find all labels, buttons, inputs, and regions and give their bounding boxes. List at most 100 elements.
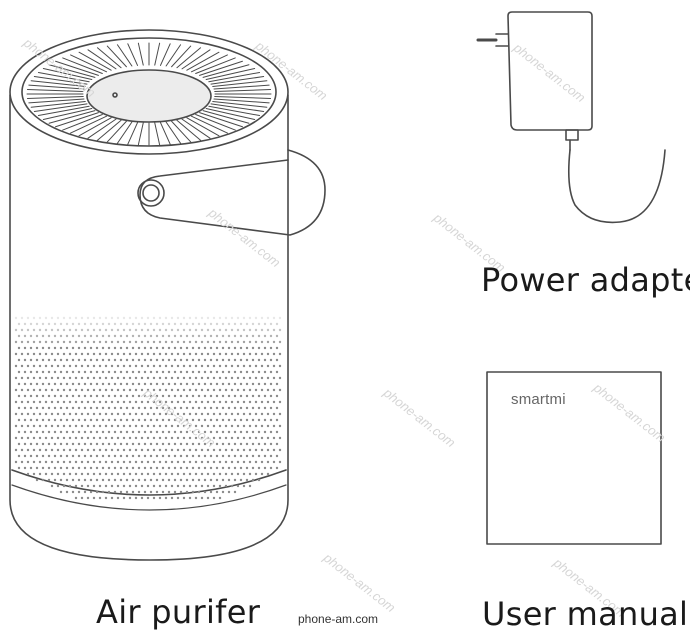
grille-hole	[212, 388, 216, 392]
vent-line	[62, 57, 103, 74]
grille-hole	[203, 382, 207, 386]
vent-line	[212, 80, 268, 87]
grille-hole	[254, 424, 258, 428]
grille-hole	[32, 472, 36, 476]
grille-hole	[209, 358, 213, 362]
grille-hole	[218, 400, 222, 404]
grille-hole	[167, 346, 171, 350]
grille-hole	[254, 460, 258, 464]
grille-hole	[170, 496, 174, 500]
grille-hole	[17, 334, 21, 338]
grille-hole	[119, 406, 123, 410]
grille-hole	[185, 358, 189, 362]
grille-hole	[74, 352, 78, 356]
grille-hole	[272, 328, 276, 332]
grille-hole	[107, 442, 111, 446]
grille-hole	[110, 328, 114, 332]
grille-hole	[275, 406, 279, 410]
grille-hole	[272, 460, 276, 464]
grille-hole	[17, 370, 21, 374]
grille-hole	[185, 406, 189, 410]
grille-hole	[203, 430, 207, 434]
grille-hole	[23, 406, 27, 410]
grille-hole	[161, 382, 165, 386]
grille-hole	[152, 376, 156, 380]
grille-hole	[131, 322, 135, 326]
grille-hole	[236, 412, 240, 416]
grille-hole	[80, 352, 84, 356]
grille-hole	[110, 388, 114, 392]
grille-hole	[263, 418, 267, 422]
grille-hole	[227, 370, 231, 374]
grille-hole	[209, 430, 213, 434]
grille-hole	[158, 436, 162, 440]
grille-hole	[197, 490, 201, 494]
grille-hole	[104, 364, 108, 368]
grille-hole	[26, 412, 30, 416]
grille-hole	[260, 316, 264, 320]
grille-hole	[266, 460, 270, 464]
grille-hole	[143, 418, 147, 422]
grille-hole	[203, 334, 207, 338]
grille-hole	[248, 436, 252, 440]
vent-line	[37, 105, 90, 117]
grille-hole	[248, 412, 252, 416]
vent-line	[87, 118, 117, 139]
grille-hole	[65, 334, 69, 338]
grille-hole	[164, 400, 168, 404]
grille-hole	[209, 478, 213, 482]
grille-hole	[269, 430, 273, 434]
grille-hole	[20, 412, 24, 416]
grille-hole	[206, 340, 210, 344]
vent-line	[28, 84, 85, 90]
grille-hole	[128, 352, 132, 356]
grille-hole	[203, 322, 207, 326]
grille-hole	[179, 478, 183, 482]
grille-hole	[176, 388, 180, 392]
grille-hole	[194, 484, 198, 488]
grille-hole	[227, 346, 231, 350]
grille-hole	[146, 460, 150, 464]
grille-hole	[140, 388, 144, 392]
grille-hole	[89, 322, 93, 326]
grille-hole	[245, 454, 249, 458]
grille-hole	[74, 484, 78, 488]
grille-hole	[71, 406, 75, 410]
vent-line	[96, 47, 122, 69]
grille-hole	[134, 436, 138, 440]
grille-hole	[128, 448, 132, 452]
grille-hole	[68, 460, 72, 464]
grille-hole	[254, 412, 258, 416]
grille-hole	[275, 430, 279, 434]
grille-hole	[227, 442, 231, 446]
grille-hole	[203, 490, 207, 494]
grille-hole	[131, 394, 135, 398]
grille-hole	[242, 460, 246, 464]
grille-hole	[251, 406, 255, 410]
grille-hole	[104, 352, 108, 356]
grille-hole	[116, 388, 120, 392]
grille-hole	[107, 454, 111, 458]
grille-hole	[50, 340, 54, 344]
grille-hole	[227, 322, 231, 326]
grille-hole	[185, 322, 189, 326]
grille-hole	[119, 418, 123, 422]
grille-hole	[47, 442, 51, 446]
grille-hole	[236, 484, 240, 488]
grille-hole	[119, 442, 123, 446]
vent-line	[165, 121, 182, 144]
grille-hole	[263, 406, 267, 410]
grille-hole	[212, 352, 216, 356]
grille-hole	[101, 394, 105, 398]
grille-hole	[32, 352, 36, 356]
grille-hole	[119, 490, 123, 494]
grille-hole	[170, 472, 174, 476]
grille-hole	[17, 346, 21, 350]
grille-hole	[269, 466, 273, 470]
grille-hole	[80, 400, 84, 404]
grille-hole	[143, 382, 147, 386]
grille-hole	[224, 328, 228, 332]
grille-hole	[68, 436, 72, 440]
grille-hole	[200, 328, 204, 332]
grille-hole	[224, 448, 228, 452]
